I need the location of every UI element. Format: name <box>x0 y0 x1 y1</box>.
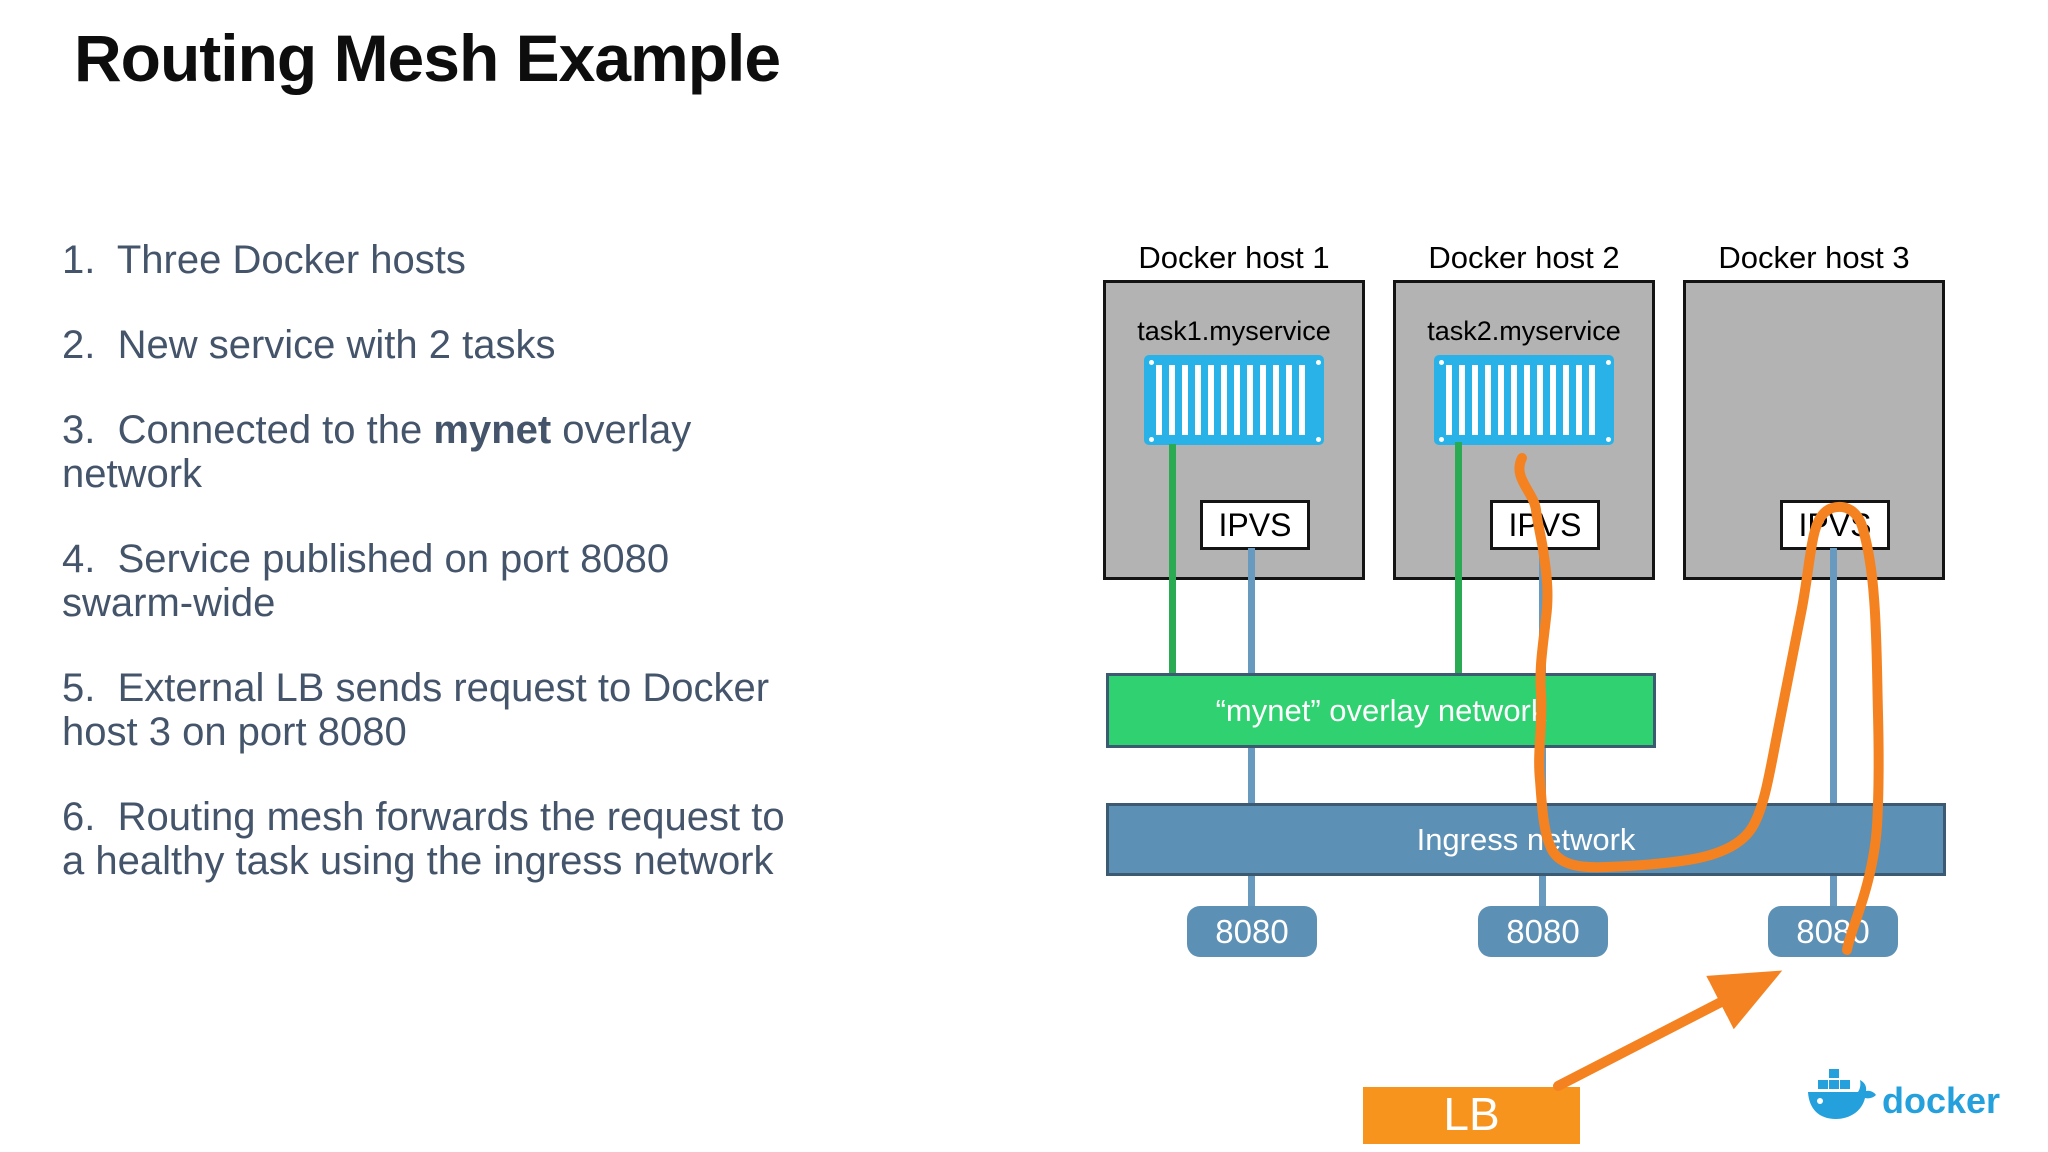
list-item: 4. Service published on port 8080 swarm-… <box>62 537 670 625</box>
docker-host-1-box: task1.myservice IPVS <box>1103 280 1365 580</box>
docker-wordmark: docker <box>1882 1080 2001 1121</box>
bullet-list: 1. Three Docker hosts 2. New service wit… <box>62 238 1102 924</box>
docker-host-1-label: Docker host 1 <box>1138 240 1330 275</box>
lb-request-arrow <box>1553 970 1783 1091</box>
container-corner-dots <box>1149 360 1154 365</box>
ipvs-box-host1: IPVS <box>1200 500 1310 550</box>
slide-title: Routing Mesh Example <box>74 21 781 95</box>
ingress-port2-line <box>1539 871 1546 909</box>
list-item: 6. Routing mesh forwards the request to … <box>62 795 785 883</box>
ipvs3-ingress-line <box>1830 548 1837 806</box>
docker-host-3-box: IPVS <box>1683 280 1945 580</box>
ingress-network-bar: Ingress network <box>1106 803 1946 876</box>
lb-box: LB <box>1363 1087 1580 1144</box>
list-item: 5. External LB sends request to Docker h… <box>62 666 770 754</box>
port-badge-host1: 8080 <box>1187 906 1317 957</box>
task2-label: task2.myservice <box>1427 316 1621 346</box>
task1-label: task1.myservice <box>1137 316 1331 346</box>
list-item: 1. Three Docker hosts <box>62 238 466 282</box>
container-corner-dots <box>1439 360 1444 365</box>
container-slats <box>1446 365 1602 435</box>
container-icon <box>1144 355 1324 445</box>
list-item: 3. Connected to the mynet overlay networ… <box>62 408 692 496</box>
docker-host-2-box: task2.myservice IPVS <box>1393 280 1655 580</box>
port-badge-host3: 8080 <box>1768 906 1898 957</box>
container-icon <box>1434 355 1614 445</box>
task1-mynet-line <box>1169 444 1176 680</box>
docker-logo: docker <box>1806 1066 2026 1126</box>
container-slats <box>1156 365 1312 435</box>
ipvs-box-host2: IPVS <box>1490 500 1600 550</box>
ipvs-box-host3: IPVS <box>1780 500 1890 550</box>
mynet-overlay-network-bar: “mynet” overlay network <box>1106 673 1656 748</box>
list-item: 2. New service with 2 tasks <box>62 323 556 367</box>
ingress-port1-line <box>1248 871 1255 909</box>
docker-whale-icon <box>1808 1069 1876 1119</box>
docker-host-3-label: Docker host 3 <box>1718 240 1910 275</box>
port-badge-host2: 8080 <box>1478 906 1608 957</box>
task2-mynet-line <box>1455 442 1462 680</box>
docker-host-2-label: Docker host 2 <box>1428 240 1620 275</box>
ingress-port3-line <box>1830 871 1837 909</box>
